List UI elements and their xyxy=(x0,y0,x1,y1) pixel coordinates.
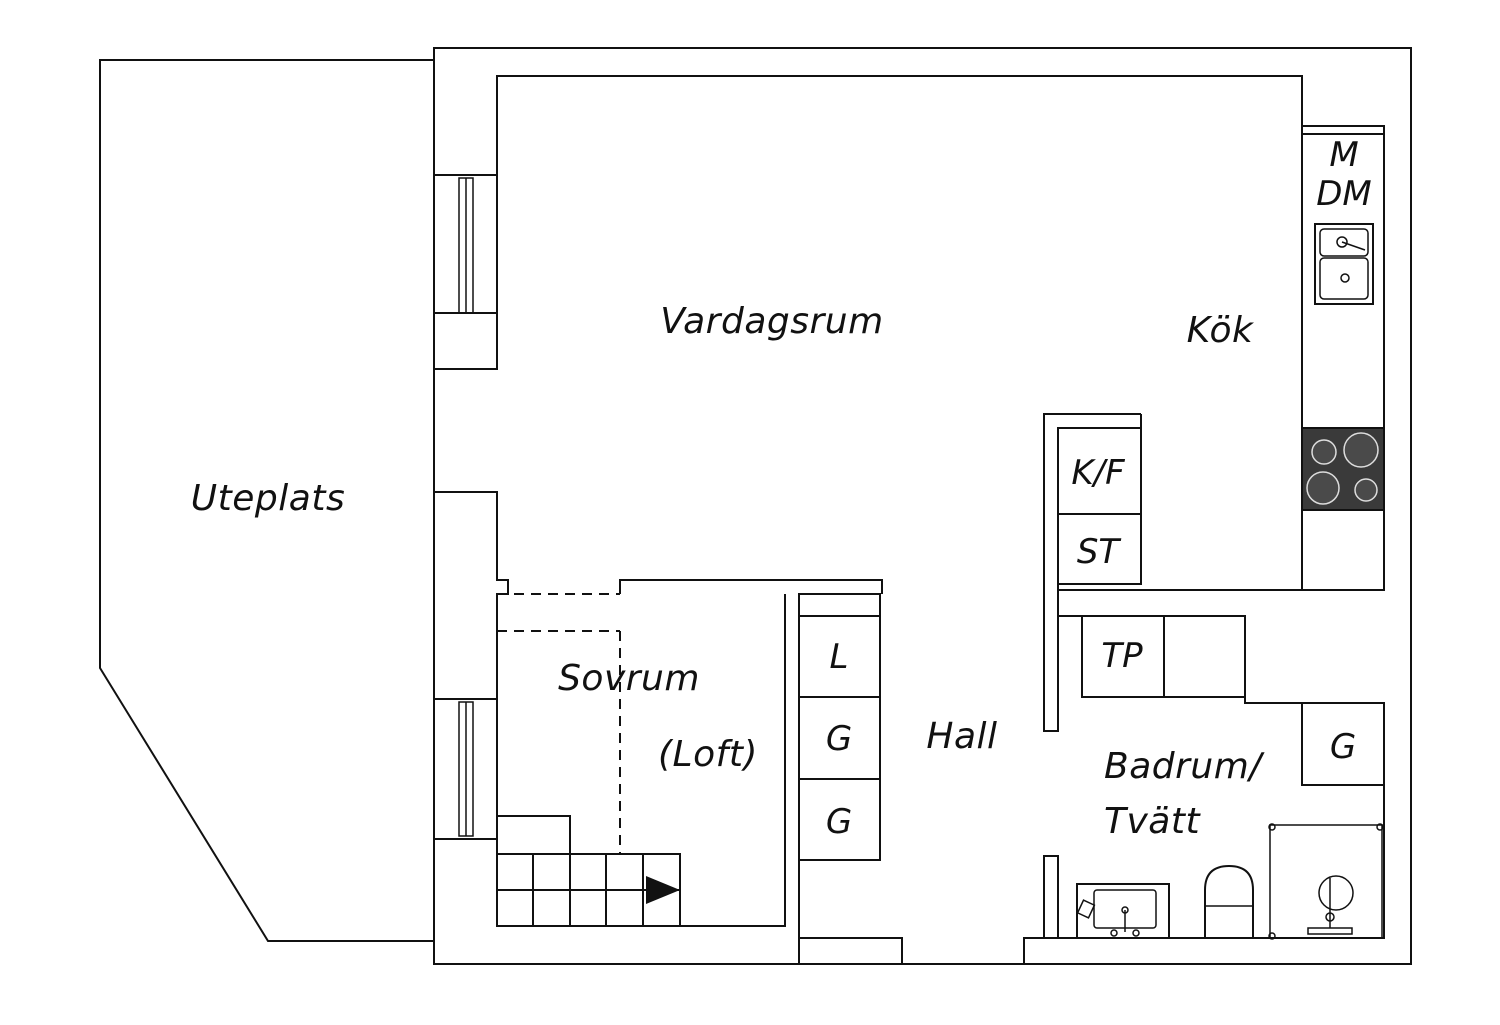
uteplats-outline xyxy=(99,59,435,942)
fixture-label-kf: K/F xyxy=(1071,453,1125,493)
room-label-loft: (Loft) xyxy=(658,734,758,775)
fixture-label-g-hall-1: G xyxy=(826,719,852,759)
outer-wall xyxy=(433,47,1412,965)
entrance-right-wall xyxy=(1023,937,1058,964)
room-label-kok: Kök xyxy=(1187,310,1255,351)
fixture-label-st: ST xyxy=(1077,532,1122,572)
bathroom-walls xyxy=(1043,615,1385,939)
kitchen-sink-icon xyxy=(1314,223,1374,305)
room-label-badrum: Badrum/ xyxy=(1104,746,1265,787)
stove-icon xyxy=(1301,427,1385,511)
fixture-label-tp: TP xyxy=(1101,636,1143,676)
stair-arrow-icon xyxy=(646,876,680,904)
toilet-icon xyxy=(1204,864,1254,938)
room-label-tvatt: Tvätt xyxy=(1104,801,1201,842)
upper-window xyxy=(433,174,498,370)
room-label-uteplats: Uteplats xyxy=(191,478,345,519)
entrance-left-wall xyxy=(799,937,903,964)
fixture-label-m: M xyxy=(1329,135,1358,175)
left-wall-mid xyxy=(434,491,509,699)
staircase xyxy=(496,853,681,927)
fixture-label-g-hall-2: G xyxy=(826,802,852,842)
fixture-label-dm: DM xyxy=(1316,174,1372,214)
hall-closets xyxy=(798,593,881,964)
fixture-label-l: L xyxy=(830,637,849,677)
bath-sink-icon xyxy=(1076,883,1170,939)
fixture-label-g-bath: G xyxy=(1330,727,1356,767)
lower-window xyxy=(433,698,498,840)
shower-icon xyxy=(1268,823,1384,940)
loft-top-wall xyxy=(619,579,883,594)
room-label-hall: Hall xyxy=(926,716,997,757)
kitchen-counter xyxy=(1301,126,1384,590)
room-label-sovrum: Sovrum xyxy=(558,658,700,699)
room-label-vardagsrum: Vardagsrum xyxy=(660,301,883,342)
